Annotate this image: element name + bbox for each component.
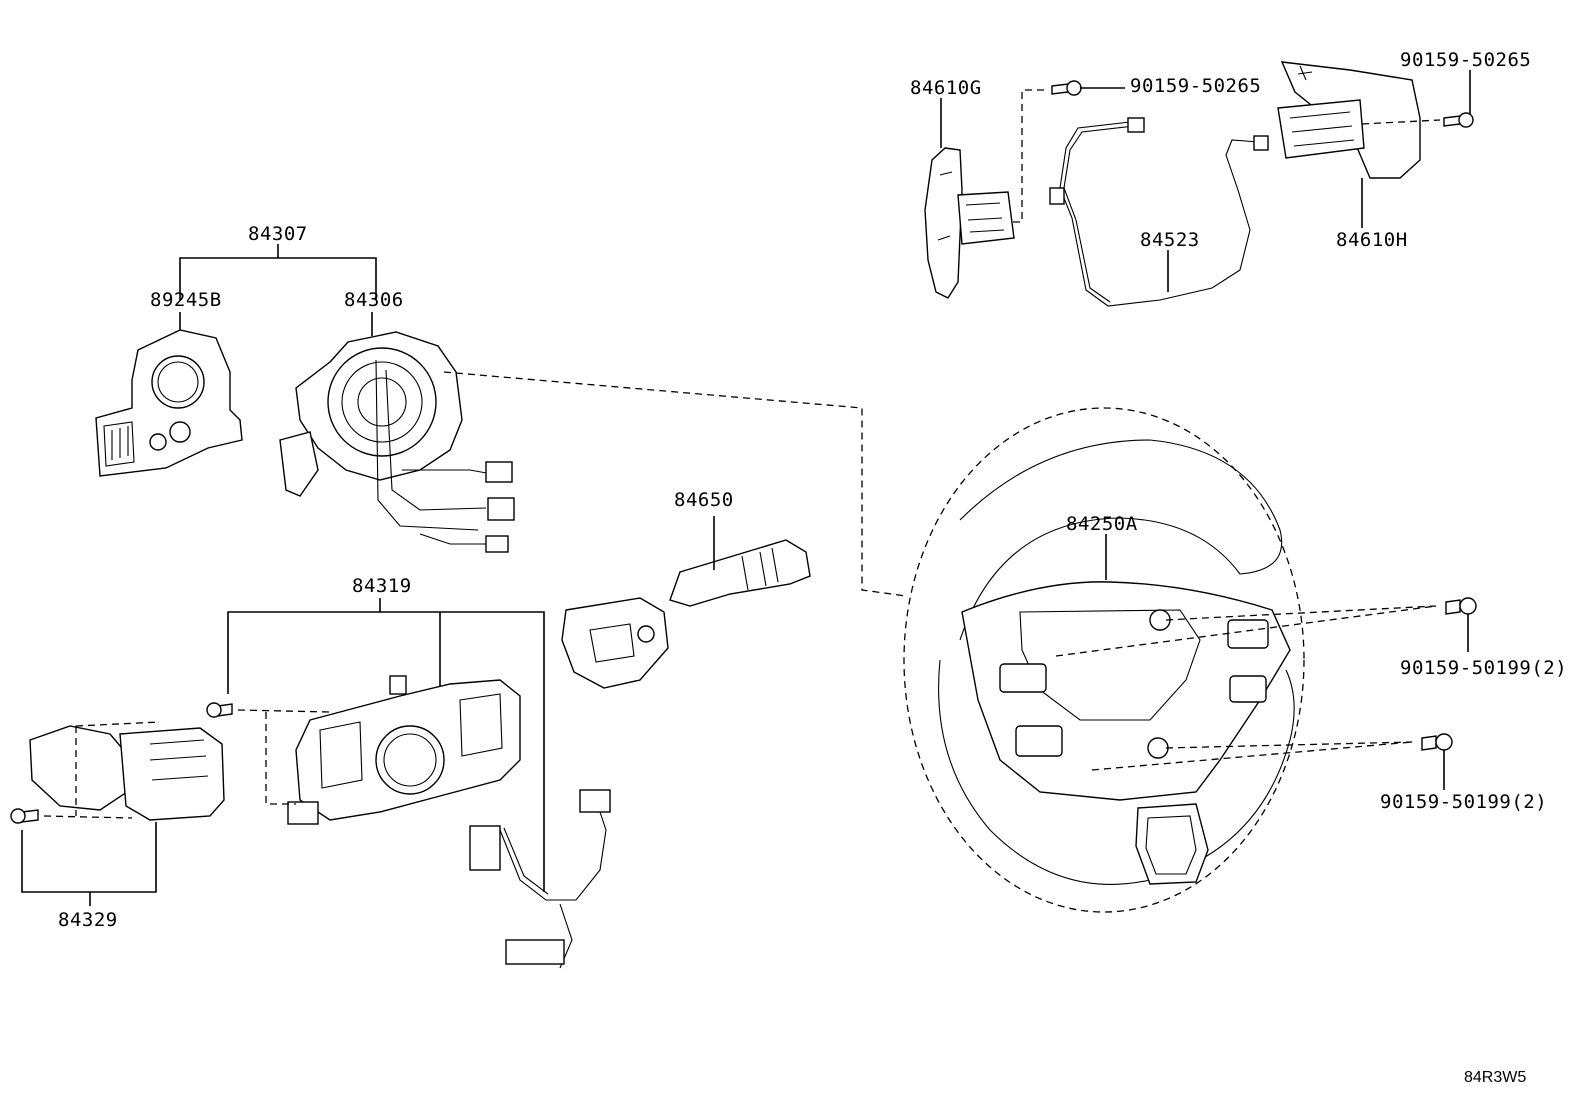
screw-top-right-icon	[1443, 112, 1474, 128]
label-screw-top-right: 90159-50265	[1400, 49, 1531, 71]
label-screw-top-left: 90159-50265	[1130, 75, 1261, 97]
label-84329: 84329	[58, 909, 118, 931]
steering-wheel-84250A[interactable]	[903, 407, 1305, 913]
label-84610H: 84610H	[1336, 229, 1408, 251]
spiral-cable-84306[interactable]	[279, 331, 515, 553]
combination-switch-body-84319[interactable]	[287, 675, 521, 825]
label-screw-right-upper: 90159-50199(2)	[1400, 657, 1567, 679]
label-84307: 84307	[248, 223, 308, 245]
wiper-switch-84650[interactable]	[561, 539, 811, 689]
steering-angle-sensor-89245B[interactable]	[95, 329, 243, 477]
paddle-shifter-left-84610G[interactable]	[924, 147, 1015, 299]
label-89245B: 89245B	[150, 289, 222, 311]
screw-right-lower-icon	[1421, 733, 1453, 751]
combination-switch-harness[interactable]	[469, 789, 611, 969]
paddle-shifter-right-84610H[interactable]	[1277, 61, 1421, 179]
label-84610G: 84610G	[910, 77, 982, 99]
screw-switch-icon	[206, 702, 233, 718]
label-84306: 84306	[344, 289, 404, 311]
label-84319: 84319	[352, 575, 412, 597]
label-84523: 84523	[1140, 229, 1200, 251]
label-screw-right-lower: 90159-50199(2)	[1380, 791, 1547, 813]
steering-pad-harness-84523[interactable]	[1049, 117, 1269, 307]
screw-top-left-icon	[1051, 80, 1082, 96]
screw-lever-icon	[10, 808, 39, 824]
screw-right-upper-icon	[1445, 597, 1477, 615]
turn-signal-switch-84329[interactable]	[29, 725, 225, 821]
label-84250A: 84250A	[1066, 513, 1138, 535]
diagram-code: 84R3W5	[1464, 1069, 1526, 1086]
label-84650: 84650	[674, 489, 734, 511]
